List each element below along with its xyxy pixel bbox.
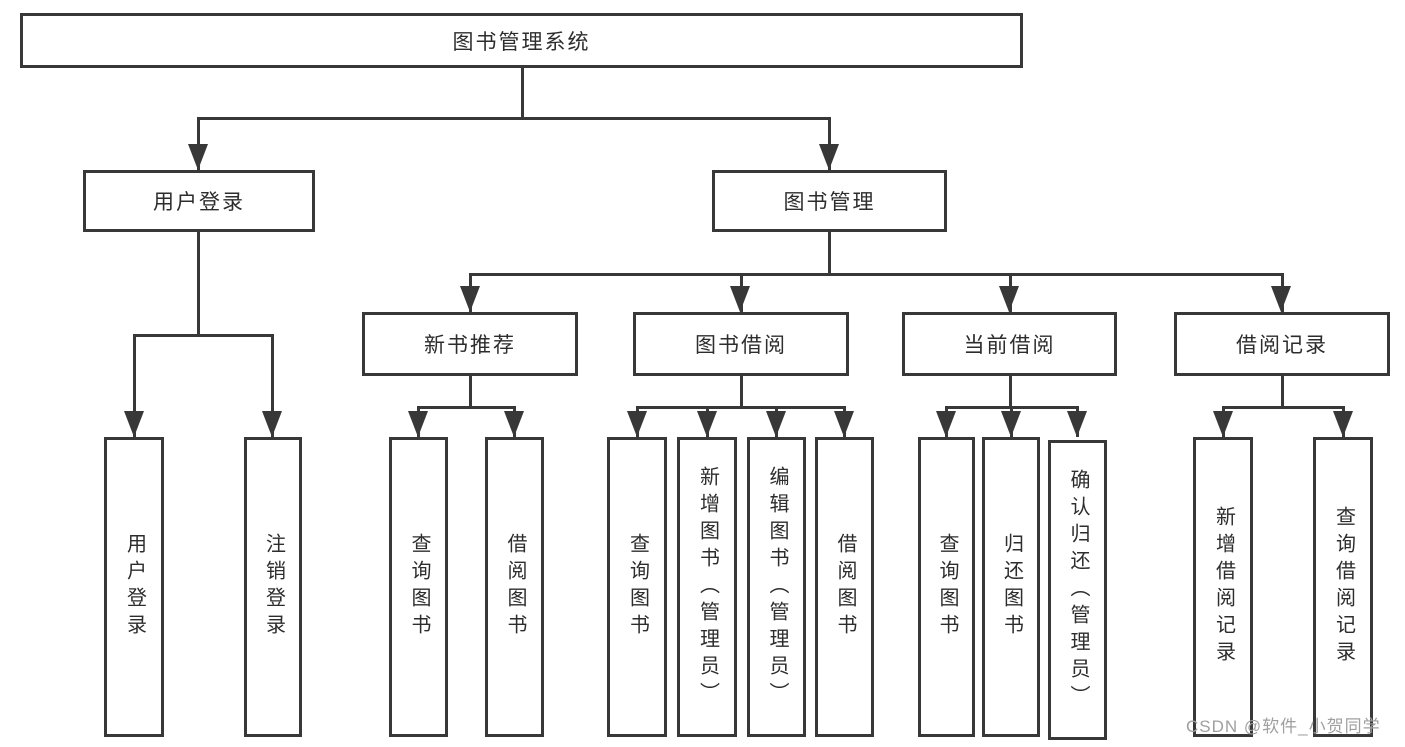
node-label: 查询图书 (936, 533, 958, 641)
arrow-down-icon (460, 286, 480, 312)
arrow-down-icon (627, 411, 647, 437)
node-label: 查询图书 (408, 533, 430, 641)
connector-rail (1222, 406, 1345, 409)
connector-rail (417, 406, 516, 409)
node-user-login-branch: 用户登录 (83, 170, 315, 232)
node-label: 新增图书（管理员） (696, 465, 719, 709)
connector-to-leaf (133, 334, 136, 437)
connector-stem (1009, 376, 1012, 409)
arrow-down-icon (504, 411, 524, 437)
leaf-query-books-borrowing: 查询图书 (607, 437, 667, 737)
connector-to-leaf (271, 334, 274, 437)
connector-mgmt-stem (828, 232, 831, 276)
leaf-borrow-books: 借阅图书 (815, 437, 874, 737)
connector-stem (1281, 376, 1284, 409)
arrow-down-icon (1333, 411, 1353, 437)
node-label: 查询图书 (626, 533, 649, 641)
leaf-confirm-return-admin: 确认归还（管理员） (1048, 440, 1107, 740)
node-label: 新书推荐 (424, 334, 516, 357)
arrow-down-icon (819, 144, 839, 170)
arrow-down-icon (1067, 411, 1087, 437)
leaf-user-login: 用户登录 (104, 437, 164, 737)
arrow-down-icon (262, 411, 282, 437)
leaf-query-books-recommend: 查询图书 (389, 437, 448, 737)
node-label: 借阅图书 (834, 533, 856, 641)
arrow-down-icon (834, 411, 854, 437)
leaf-add-book-admin: 新增图书（管理员） (677, 437, 737, 737)
node-label: 图书借阅 (695, 334, 787, 357)
node-label: 借阅记录 (1236, 334, 1328, 357)
connector-to-book-mgmt (828, 117, 831, 170)
node-label: 用户登录 (153, 191, 245, 214)
node-label: 查询借阅记录 (1332, 506, 1355, 668)
node-label: 编辑图书（管理员） (766, 465, 788, 709)
arrow-down-icon (936, 411, 956, 437)
node-book-borrowing: 图书借阅 (633, 312, 849, 376)
node-label: 归还图书 (1000, 533, 1023, 641)
node-label: 用户登录 (123, 533, 146, 641)
arrow-down-icon (1271, 286, 1291, 312)
arrow-down-icon (999, 286, 1019, 312)
leaf-return-book: 归还图书 (982, 437, 1040, 737)
node-label: 图书管理 (783, 191, 876, 214)
arrow-down-icon (697, 411, 717, 437)
arrow-down-icon (766, 411, 786, 437)
leaf-query-books-current: 查询图书 (918, 437, 975, 737)
node-label: 图书管理系统 (452, 30, 591, 54)
node-label: 注销登录 (262, 533, 285, 641)
node-new-book-recommend: 新书推荐 (362, 312, 578, 376)
node-book-management: 图书管理 (712, 170, 947, 232)
arrow-down-icon (1213, 411, 1233, 437)
connector-level3-rail (469, 273, 1284, 276)
connector-user-stem (197, 232, 200, 337)
arrow-down-icon (1001, 411, 1021, 437)
node-current-borrowing: 当前借阅 (902, 312, 1117, 376)
leaf-query-borrow-record: 查询借阅记录 (1313, 437, 1373, 737)
node-root-library-system: 图书管理系统 (20, 13, 1023, 68)
connector-stem (469, 376, 472, 409)
node-label: 当前借阅 (963, 334, 1056, 357)
leaf-borrow-books-recommend: 借阅图书 (485, 437, 544, 737)
arrow-down-icon (188, 144, 208, 170)
arrow-down-icon (124, 411, 144, 437)
node-label: 新增借阅记录 (1212, 506, 1235, 668)
leaf-add-borrow-record: 新增借阅记录 (1193, 437, 1253, 737)
leaf-logout: 注销登录 (244, 437, 302, 737)
node-label: 借阅图书 (504, 533, 526, 641)
leaf-edit-book-admin: 编辑图书（管理员） (747, 437, 806, 737)
node-label: 确认归还（管理员） (1067, 468, 1089, 712)
arrow-down-icon (730, 286, 750, 312)
connector-level2-rail (197, 117, 831, 120)
connector-rail (636, 406, 846, 409)
connector-user-rail (133, 334, 274, 337)
connector-root-stem (521, 68, 524, 120)
csdn-watermark: CSDN @软件_小贺同学 (1186, 717, 1381, 736)
arrow-down-icon (408, 411, 428, 437)
connector-stem (740, 376, 743, 409)
node-borrowing-records: 借阅记录 (1174, 312, 1390, 376)
connector-to-user-login (197, 117, 200, 170)
